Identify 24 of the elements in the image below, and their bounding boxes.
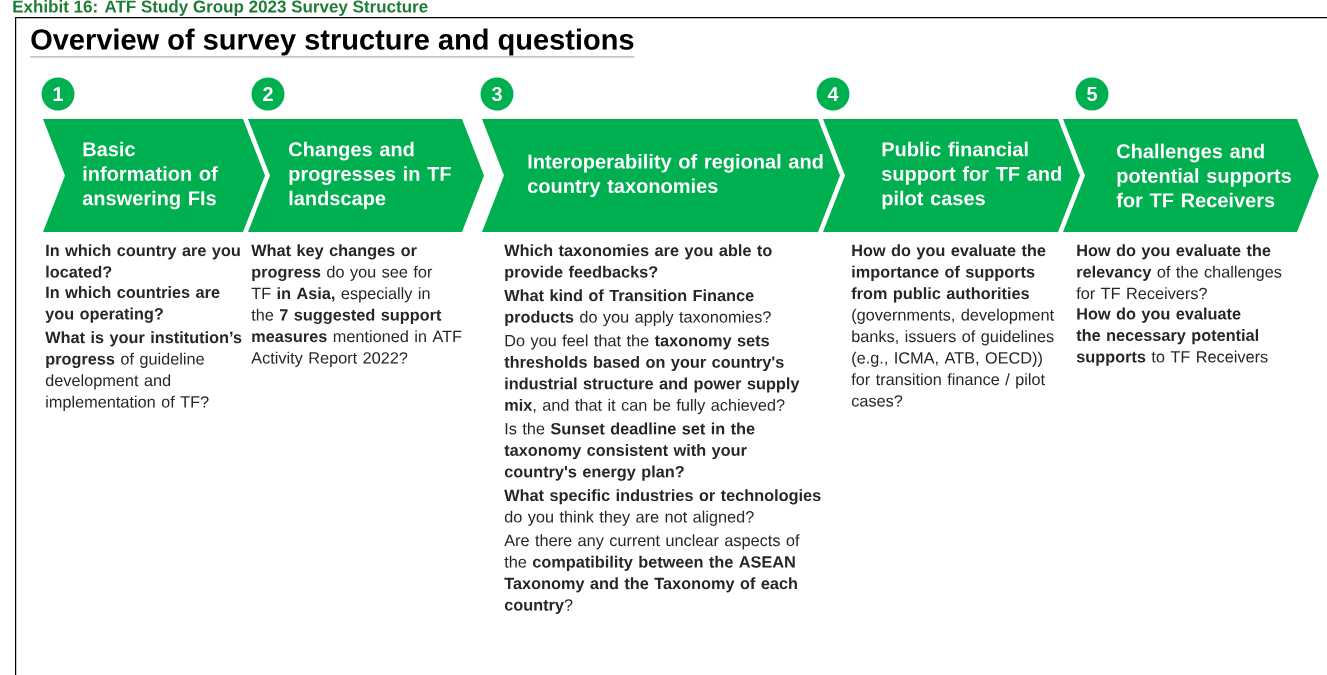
node-label: Changes and progresses in TF landscape <box>289 141 451 210</box>
question-text: In which country are you located? <box>46 244 240 278</box>
question-text: What key changes or progress do you see for TF in Asia, especially in the 7 suggested support measures mentioned in ATF Activity Report 2022? <box>251 244 462 367</box>
question-text: Do you feel that the taxonomy sets thresholds based on your country's industrial structure and power supply mix, and that it can be fully achieved? <box>504 334 800 415</box>
question-text: How do you evaluate the relevancy of the challenges for TF Receivers? <box>1076 244 1282 300</box>
question-text: How do you evaluate the necessary potential supports to TF Receivers <box>1076 307 1268 366</box>
chevron-step: Interoperability of regional and country taxonomies <box>482 119 840 232</box>
node-label: Challenges and potential supports for TF Receivers <box>1116 143 1291 208</box>
question-text: In which countries are you operating? <box>45 286 220 323</box>
chevron-step: Public financial support for TF and pilot cases <box>823 119 1080 232</box>
chevron-step: Challenges and potential supports for TF Receivers <box>1063 119 1319 232</box>
question-text: How do you evaluate the importance of supports from public authorities (governments, development banks, issuers of guidelines (e.g., ICMA, ATB, OECD)) for transition finance / pilot cases? <box>851 244 1054 407</box>
question-text: What kind of Transition Finance products do you apply taxonomies? <box>504 289 771 326</box>
exhibit-title: Exhibit 16: ATF Study Group 2023 Survey Structure <box>13 0 428 16</box>
question-text: What specific industries or technologies do you think they are not aligned? <box>504 489 821 526</box>
node-label: Public financial support for TF and pilot cases <box>881 141 1061 210</box>
chevron-step: Basic information of answering FIs <box>43 119 265 232</box>
question-text: Which taxonomies are you able to provide feedbacks? <box>504 244 772 281</box>
node-label: Interoperability of regional and country taxonomies <box>527 153 823 198</box>
node-label: Basic information of answering FIs <box>82 141 218 210</box>
question-text: Is the Sunset deadline set in the taxonomy consistent with your country's energy plan? <box>504 422 755 481</box>
question-text: What is your institution’s progress of guideline development and implementation of TF? <box>45 331 242 411</box>
chevron-step: Changes and progresses in TF landscape <box>248 119 484 232</box>
question-text: Are there any current unclear aspects of the compatibility between the ASEAN Taxonomy and the Taxonomy of each country? <box>504 534 800 614</box>
